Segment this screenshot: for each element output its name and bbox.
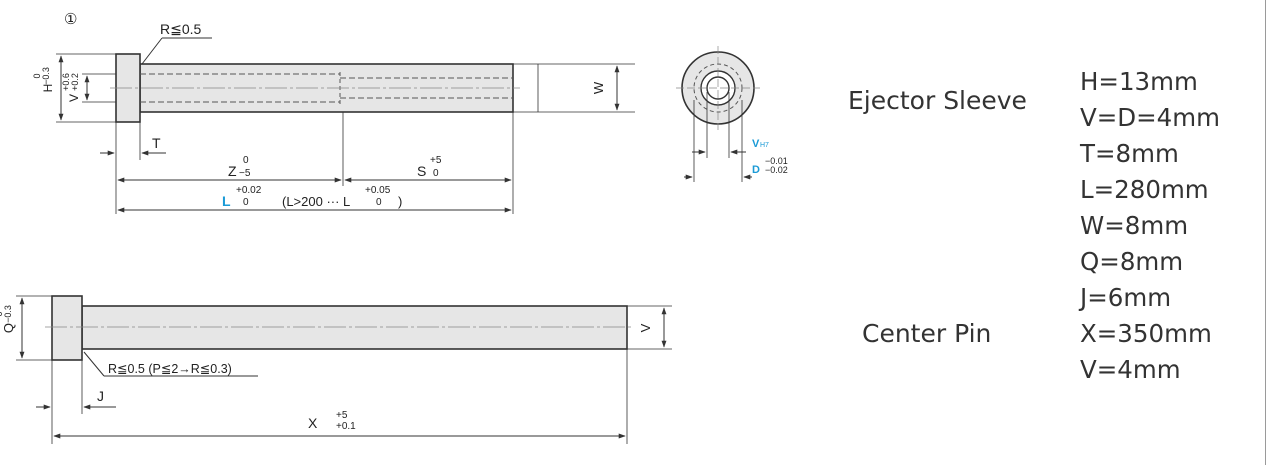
sleeve-v-label: V <box>67 94 81 102</box>
spec-item-x: X=350mm <box>1080 319 1212 348</box>
section-d-lower: −0.02 <box>765 165 788 175</box>
sleeve-h-label: H <box>41 84 55 93</box>
section-v-label: V <box>752 138 760 150</box>
pin-q-upper: 0 <box>0 311 4 316</box>
spec-item-v: V=4mm <box>1080 355 1181 384</box>
pin-x-lower: +0.1 <box>336 421 356 432</box>
ejector-sleeve-side-view: R≦0.5 H 0 −0.3 V +0.6 +0.2 W T <box>32 21 635 214</box>
spec-item-t: T=8mm <box>1080 139 1179 168</box>
sleeve-z-lower: −5 <box>239 168 251 179</box>
spec-item-v-d: V=D=4mm <box>1080 103 1221 132</box>
sleeve-l-label: L <box>222 193 231 209</box>
sleeve-v-upper: +0.6 <box>61 73 71 91</box>
pin-head <box>51 295 83 361</box>
sleeve-l-cond-close: ) <box>398 194 402 209</box>
pin-x-upper: +5 <box>336 410 348 421</box>
sleeve-z-label: Z <box>228 163 237 179</box>
sleeve-h-upper: 0 <box>32 73 42 78</box>
sleeve-s-upper: +5 <box>430 155 442 166</box>
pin-v-label: V <box>638 323 653 332</box>
spec-item-h: H=13mm <box>1080 67 1198 96</box>
center-pin-title: Center Pin <box>862 319 992 348</box>
sleeve-l-lower: 0 <box>243 197 249 208</box>
pin-q-label: Q <box>1 323 16 333</box>
sleeve-r-note: R≦0.5 <box>160 21 202 37</box>
ejector-sleeve-title: Ejector Sleeve <box>848 86 1027 115</box>
sleeve-v-lower: +0.2 <box>70 73 80 91</box>
sleeve-s-lower: 0 <box>433 168 439 179</box>
sleeve-h-lower: −0.3 <box>41 67 51 85</box>
section-d-upper: −0.01 <box>765 156 788 166</box>
section-v-sub: H7 <box>760 142 769 149</box>
pin-body <box>81 305 628 350</box>
sleeve-l-condition: (L>200 ··· L <box>282 194 350 209</box>
center-pin-side-view: Q 0 −0.3 V R≦0.5 (P≦2→R≦0.3) J X +5 +0.1 <box>0 295 672 444</box>
sleeve-l-upper: +0.02 <box>236 185 262 196</box>
spec-item-w: W=8mm <box>1080 211 1189 240</box>
pin-r-note: R≦0.5 (P≦2→R≦0.3) <box>108 362 232 376</box>
pin-x-label: X <box>308 415 318 431</box>
view-marker: ① <box>64 11 77 28</box>
spec-item-q: Q=8mm <box>1080 247 1184 276</box>
sleeve-z-upper: 0 <box>243 155 249 166</box>
sleeve-s-label: S <box>417 163 426 179</box>
sleeve-w-label: W <box>591 81 606 94</box>
sleeve-section-view: V H7 D −0.01 −0.02 <box>676 46 788 182</box>
pin-q-lower: −0.3 <box>3 305 13 323</box>
sleeve-l-cond-upper: +0.05 <box>365 185 391 196</box>
section-d-label: D <box>752 164 760 176</box>
sleeve-t-label: T <box>152 135 161 151</box>
spec-list: H=13mm V=D=4mm T=8mm L=280mm W=8mm Q=8mm… <box>1080 64 1220 388</box>
sleeve-l-cond-lower: 0 <box>376 197 382 208</box>
spec-item-l: L=280mm <box>1080 175 1209 204</box>
page-edge-divider <box>1265 0 1266 465</box>
pin-j-label: J <box>97 388 104 404</box>
spec-item-j: J=6mm <box>1080 283 1172 312</box>
